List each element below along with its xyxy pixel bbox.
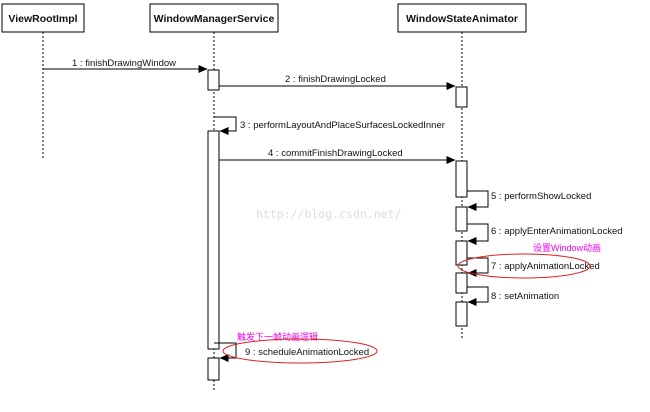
- message-arrow-9: [214, 342, 237, 362]
- message-label-6: 6 : applyEnterAnimationLocked: [491, 226, 623, 237]
- watermark-text: http://blog.csdn.net/: [256, 207, 401, 221]
- message-2: 2 : finishDrawingLocked: [219, 74, 456, 90]
- activation-wsa-3: [455, 206, 468, 232]
- activation-wms-2: [207, 130, 220, 350]
- annotation-trigger-next-frame: 触发下一帧动画逻辑: [222, 331, 378, 364]
- lifeline-box-wms: [149, 3, 279, 33]
- activation-wms-1: [207, 69, 220, 91]
- message-label-2: 2 : finishDrawingLocked: [285, 74, 386, 85]
- activation-wms-3: [207, 357, 220, 381]
- annotation-ellipse-2: [222, 338, 378, 364]
- activation-wsa-4: [455, 240, 468, 266]
- annotation-ellipse-1: [457, 253, 591, 279]
- message-arrow-3: [214, 116, 237, 135]
- message-arrow-8: [467, 286, 489, 306]
- message-arrow-7: [467, 257, 489, 277]
- message-4: 4 : commitFinishDrawingLocked: [219, 148, 456, 164]
- message-label-9: 9 : scheduleAnimationLocked: [245, 347, 369, 358]
- message-arrow-5: [467, 190, 489, 211]
- annotation-text-1: 设置Window动画: [533, 243, 601, 253]
- lifeline-title-wms: WindowManagerService: [154, 13, 275, 25]
- activation-wsa-1: [455, 86, 468, 108]
- lifeline-box-viewroot: [1, 3, 85, 33]
- activation-wsa-6: [455, 301, 468, 327]
- message-arrow-6: [467, 223, 489, 245]
- message-label-3: 3 : performLayoutAndPlaceSurfacesLockedI…: [240, 120, 445, 131]
- message-label-8: 8 : setAnimation: [491, 291, 559, 302]
- message-6: 6 : applyEnterAnimationLocked: [467, 223, 623, 245]
- message-8: 8 : setAnimation: [467, 286, 559, 306]
- message-5: 5 : performShowLocked: [467, 190, 591, 211]
- message-7: 7 : applyAnimationLocked: [467, 257, 600, 277]
- message-label-4: 4 : commitFinishDrawingLocked: [268, 148, 403, 159]
- lifeline-box-wsa: [397, 3, 527, 33]
- message-3: 3 : performLayoutAndPlaceSurfacesLockedI…: [214, 116, 445, 135]
- activation-wsa-2: [455, 160, 468, 198]
- lifeline-title-wsa: WindowStateAnimator: [406, 13, 518, 25]
- message-1: 1 : finishDrawingWindow: [43, 58, 208, 73]
- message-label-5: 5 : performShowLocked: [491, 191, 591, 202]
- annotation-set-window-animation: 设置Window动画: [457, 243, 601, 279]
- message-9: 9 : scheduleAnimationLocked: [214, 342, 369, 362]
- message-label-7: 7 : applyAnimationLocked: [491, 261, 600, 272]
- annotation-text-2: 触发下一帧动画逻辑: [237, 331, 318, 342]
- lifeline-wms: WindowManagerService: [149, 3, 279, 392]
- lifeline-viewroot: ViewRootImpl: [1, 3, 85, 160]
- activation-wsa-5: [455, 272, 468, 294]
- message-label-1: 1 : finishDrawingWindow: [72, 58, 176, 69]
- lifeline-title-viewroot: ViewRootImpl: [8, 13, 77, 25]
